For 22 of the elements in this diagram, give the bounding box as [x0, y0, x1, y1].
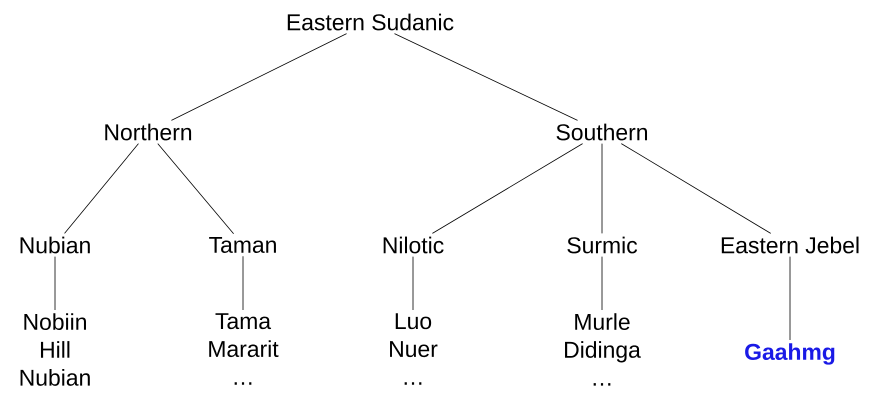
- language-list: Nobiin Hill Nubian: [20, 313, 90, 386]
- tree-line: [157, 143, 234, 234]
- group-label: Eastern Jebel: [722, 236, 858, 254]
- group-label: Nilotic: [384, 236, 444, 254]
- tree-line: [171, 33, 347, 121]
- tree-line: [64, 143, 139, 234]
- group-label: Nubian: [20, 236, 90, 254]
- tree-line: [394, 33, 578, 121]
- tree-line: [412, 256, 414, 310]
- tree-line: [620, 143, 772, 234]
- language-list: Tama Mararit …: [209, 313, 278, 385]
- branch-label: Northern: [105, 124, 192, 140]
- branch-label: Southern: [556, 124, 648, 140]
- language-list: Luo Nuer …: [390, 313, 438, 385]
- tree-line: [432, 143, 583, 234]
- tree-line: [54, 256, 56, 310]
- language-list: Murle Didinga …: [565, 313, 641, 386]
- group-label: Surmic: [567, 236, 638, 254]
- language-label: Gaahmg: [745, 343, 834, 365]
- group-label: Taman: [209, 237, 276, 253]
- tree-line: [242, 256, 244, 310]
- family-label: Eastern Sudanic: [288, 14, 454, 30]
